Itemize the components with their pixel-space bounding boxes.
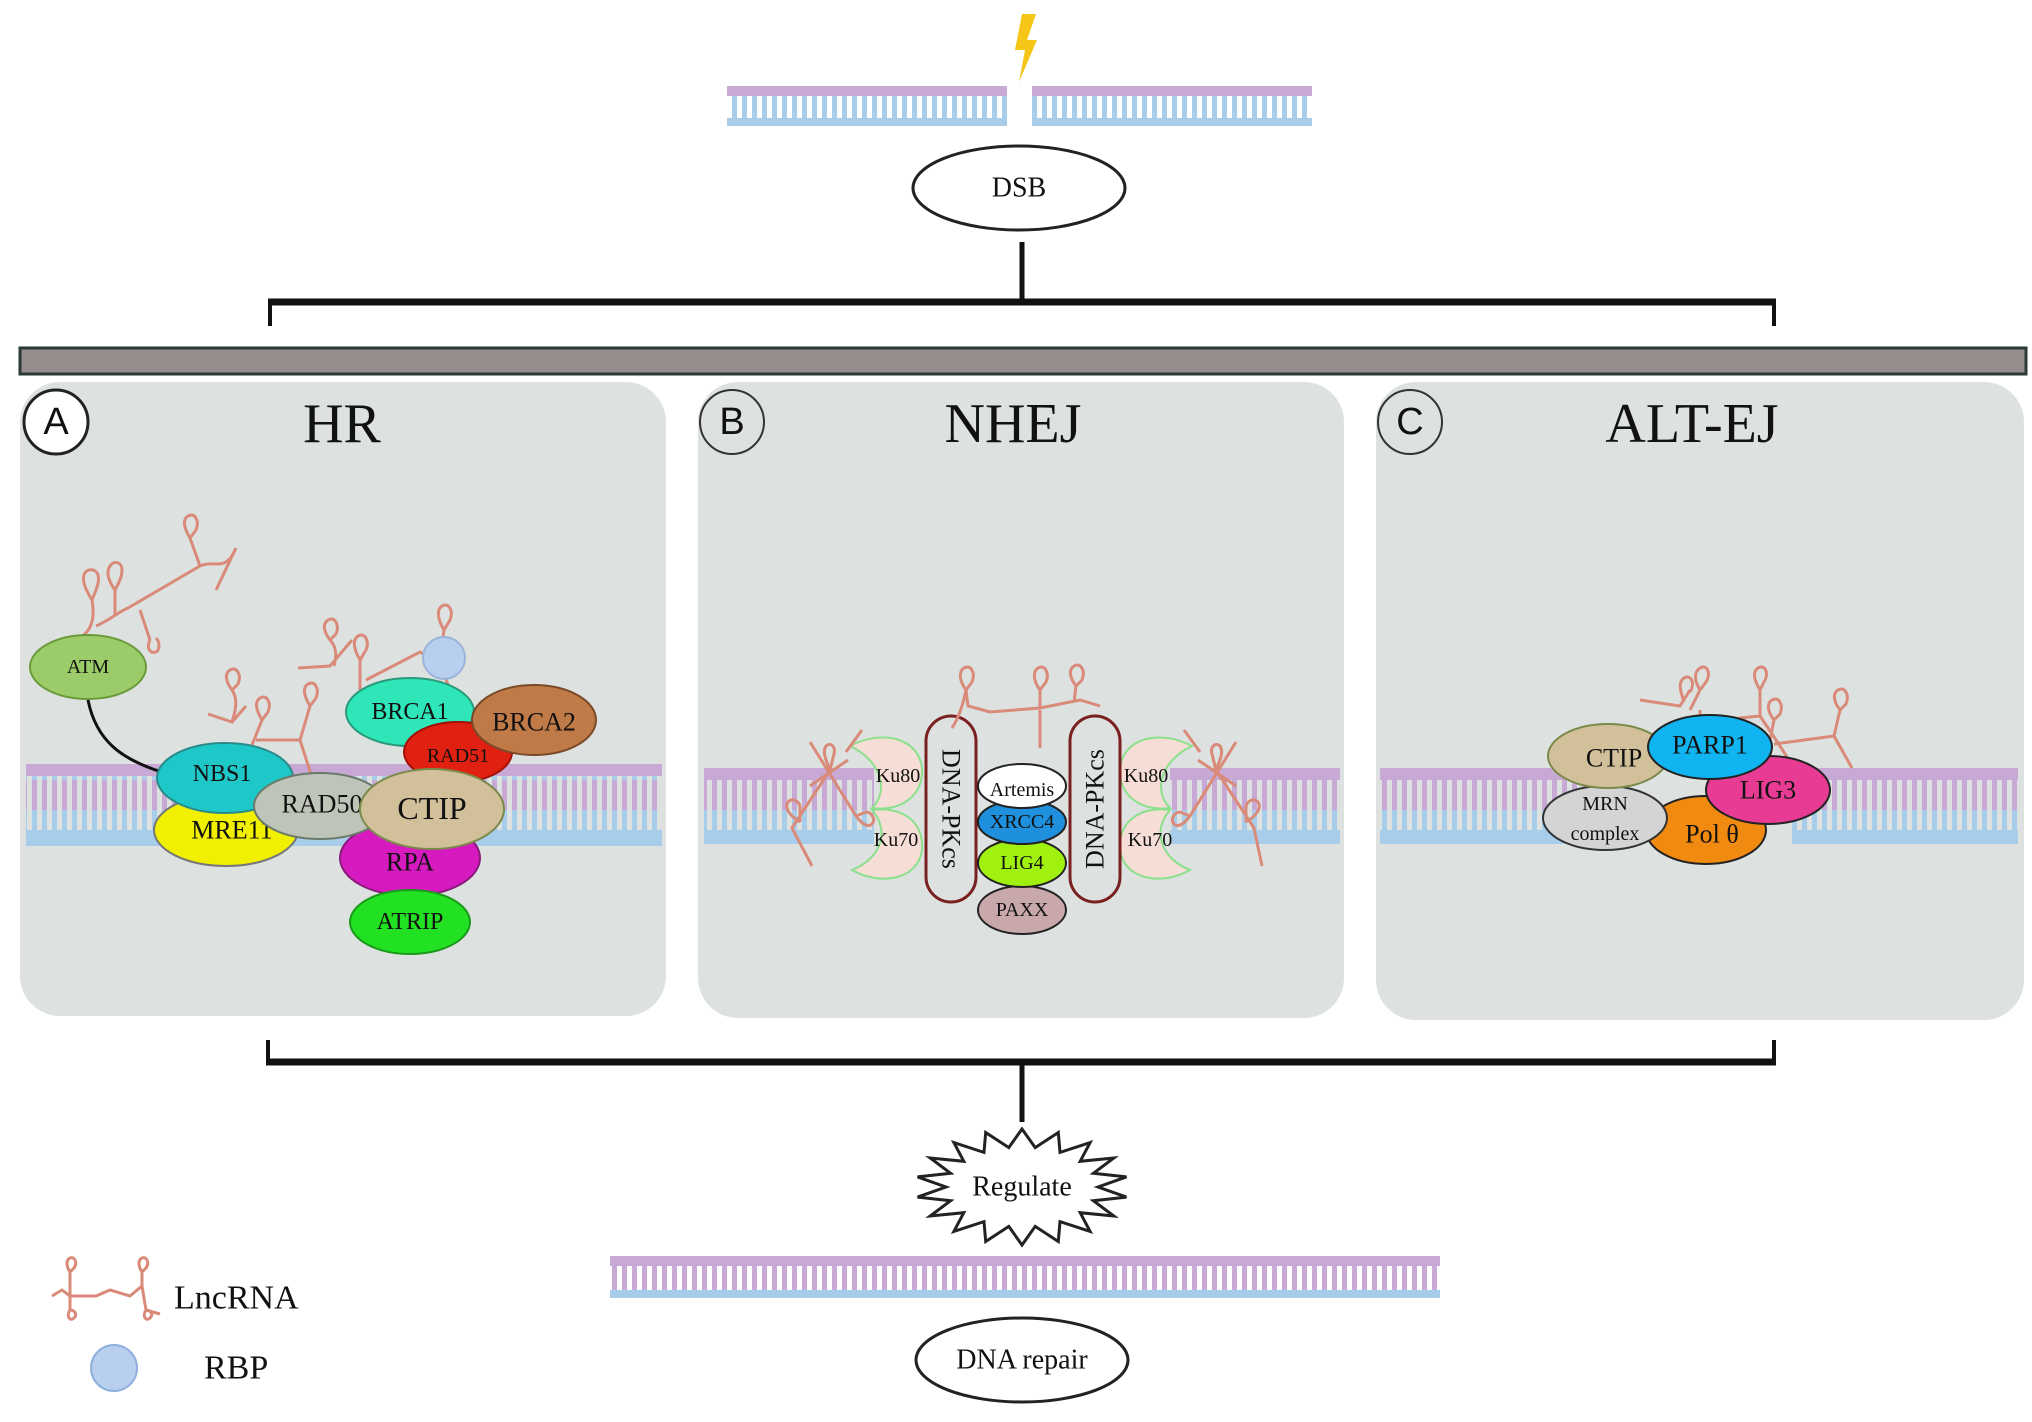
lncrna-icon (785, 663, 1264, 867)
lncrna-icon (51, 1256, 161, 1321)
svg-text:RAD51: RAD51 (427, 745, 489, 767)
svg-text:LIG4: LIG4 (1000, 852, 1043, 874)
protein-atrip: ATRIP (349, 889, 471, 955)
top-connector (268, 242, 1776, 326)
dsb-label: DSB (992, 173, 1046, 204)
dna-segment-left (727, 86, 1007, 126)
svg-text:NBS1: NBS1 (193, 761, 252, 787)
protein-artemis: Artemis (977, 763, 1067, 809)
divider-bar (18, 346, 2028, 376)
panel-title: ALT-EJ (1605, 393, 1778, 455)
svg-text:RBP: RBP (204, 1350, 268, 1387)
legend-item-rbp: RBP (90, 1344, 268, 1392)
svg-text:Artemis: Artemis (990, 779, 1055, 801)
panel-letter-badge (1377, 389, 1443, 455)
protein-parp1: PARP1 (1647, 714, 1773, 780)
panel-title: NHEJ (945, 393, 1082, 455)
bottom-connector (266, 1040, 1776, 1122)
svg-text:DNA-PKcs: DNA-PKcs (1081, 749, 1110, 869)
dna-segment-right (1032, 86, 1312, 126)
panel-letter-badge (22, 388, 90, 456)
svg-text:XRCC4: XRCC4 (990, 811, 1054, 833)
svg-text:ATM: ATM (67, 656, 109, 678)
svg-text:complex: complex (1571, 823, 1640, 845)
protein-ku70-right: Ku70 (1118, 808, 1193, 880)
protein-dna-pkcs-right: DNA-PKcs (1068, 714, 1122, 904)
svg-text:CTIP: CTIP (397, 790, 466, 826)
svg-text:Ku70: Ku70 (1128, 829, 1172, 851)
panel-letter: B (719, 401, 744, 443)
legend-item-lncrna: LncRNA (51, 1256, 299, 1321)
svg-text:BRCA1: BRCA1 (371, 699, 448, 725)
regulate-node: Regulate (917, 1126, 1127, 1248)
protein-ctip: CTIP (359, 768, 505, 850)
protein-ku70-left: Ku70 (849, 808, 924, 880)
dna-repair-label: DNA repair (956, 1345, 1088, 1376)
panel-title: HR (303, 393, 381, 455)
protein-atm: ATM (29, 634, 147, 700)
broken-dna (727, 86, 1312, 126)
svg-text:RPA: RPA (386, 848, 434, 877)
svg-text:LIG3: LIG3 (1740, 776, 1796, 805)
protein-ku80-right: Ku80 (1118, 736, 1195, 810)
panel-nhej: B NHEJ Ku80 Ku70 Ku80 Ku7 (698, 382, 1344, 1018)
protein-rad50: RAD50 (253, 772, 387, 840)
dsb-node: DSB (911, 144, 1127, 232)
protein-xrcc4: XRCC4 (977, 799, 1067, 845)
svg-text:ATRIP: ATRIP (377, 909, 444, 935)
svg-text:RAD50: RAD50 (282, 790, 363, 819)
rbp-icon (90, 1344, 138, 1392)
panel-letter: C (1396, 401, 1423, 443)
svg-text:Ku80: Ku80 (876, 765, 920, 787)
dna-repair-node: DNA repair (914, 1316, 1130, 1404)
regulate-label: Regulate (972, 1172, 1072, 1203)
rbp-icon (422, 636, 466, 680)
protein-ctip: CTIP (1547, 723, 1669, 789)
protein-ku80-left: Ku80 (847, 736, 924, 810)
panel-alt-ej: C ALT-EJ Pol θ MRN complex CTIP (1376, 382, 2024, 1020)
svg-text:PARP1: PARP1 (1672, 731, 1748, 760)
svg-text:BRCA2: BRCA2 (492, 708, 576, 737)
svg-text:LncRNA: LncRNA (174, 1280, 299, 1317)
protein-paxx: PAXX (977, 885, 1067, 935)
protein-dna-pkcs-left: DNA-PKcs (924, 714, 978, 904)
panel-letter: A (43, 401, 69, 443)
repaired-dna (610, 1256, 1440, 1298)
protein-lig4: LIG4 (977, 838, 1067, 888)
atm-connector (86, 699, 169, 776)
svg-text:MRN: MRN (1582, 793, 1628, 815)
svg-text:Ku80: Ku80 (1124, 765, 1168, 787)
svg-text:CTIP: CTIP (1586, 744, 1642, 773)
legend: LncRNA RBP (51, 1256, 299, 1392)
protein-brca2: BRCA2 (471, 684, 597, 756)
panel-letter-badge (699, 389, 765, 455)
dna-strand-left (1380, 768, 1590, 844)
panel-hr: A HR ATM MRE11 NBS1 (20, 382, 666, 1016)
svg-text:DNA-PKcs: DNA-PKcs (937, 749, 966, 869)
svg-text:PAXX: PAXX (996, 899, 1049, 921)
svg-text:Pol θ: Pol θ (1685, 820, 1739, 849)
svg-text:Ku70: Ku70 (874, 829, 918, 851)
protein-mrn-complex: MRN complex (1542, 785, 1668, 851)
lightning-bolt-icon (1015, 14, 1037, 82)
